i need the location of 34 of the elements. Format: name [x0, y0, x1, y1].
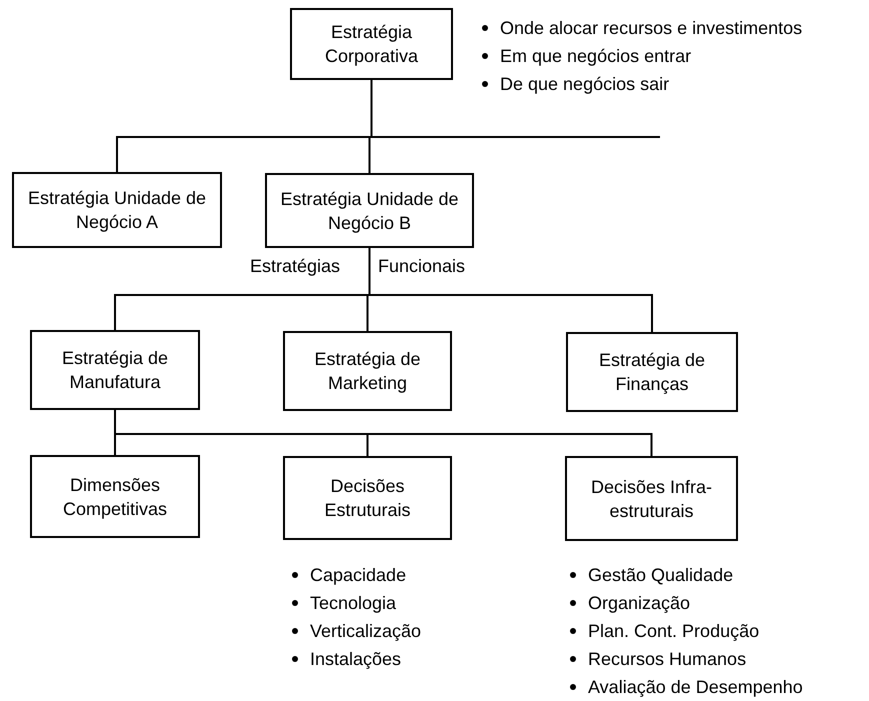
bullet-text: Onde alocar recursos e investimentos — [500, 18, 802, 38]
process-box — [265, 173, 474, 248]
connector-line — [368, 248, 653, 332]
box-label: Estratégia de Manufatura — [60, 347, 170, 394]
box-label: Estratégia Corporativa — [324, 21, 420, 68]
connector-line — [370, 80, 660, 138]
bullet-text: Capacidade — [310, 564, 406, 586]
process-box — [12, 172, 222, 248]
bullet-text: Recursos Humanos — [588, 648, 746, 670]
process-box — [30, 330, 200, 410]
bullet-text: De que negócios sair — [500, 74, 670, 94]
bullet-text: Tecnologia — [310, 592, 396, 614]
box-label: Decisões Estruturais — [323, 475, 412, 522]
process-box — [283, 456, 452, 540]
box-label: Dimensões Competitivas — [62, 474, 168, 520]
branch-label: Funcionais — [378, 256, 466, 277]
box-label: Estratégia Unidade de Negócio A — [26, 187, 208, 234]
process-box — [30, 455, 200, 538]
process-box — [283, 331, 452, 411]
bullet-text: Avaliação de Desempenho — [588, 676, 803, 698]
process-box — [290, 8, 453, 80]
box-label: Estratégia de Marketing — [313, 348, 422, 395]
box-label: Estratégia de Finanças — [598, 349, 706, 396]
bullet-text: Plan. Cont. Produção — [588, 620, 760, 642]
bullet-text: Em que negócios entrar — [500, 46, 692, 66]
branch-label: Estratégias — [250, 256, 340, 277]
box-label: Decisões Infra-estruturais — [590, 476, 714, 522]
process-box — [566, 332, 738, 412]
box-label: Estratégia Unidade de Negócio B — [279, 188, 460, 234]
bullet-text: Organização — [588, 592, 690, 614]
bullet-text: Verticalização — [310, 620, 422, 642]
bullet-text: Gestão Qualidade — [588, 564, 734, 586]
process-box — [565, 456, 738, 541]
bullet-text: Instalações — [310, 648, 402, 670]
